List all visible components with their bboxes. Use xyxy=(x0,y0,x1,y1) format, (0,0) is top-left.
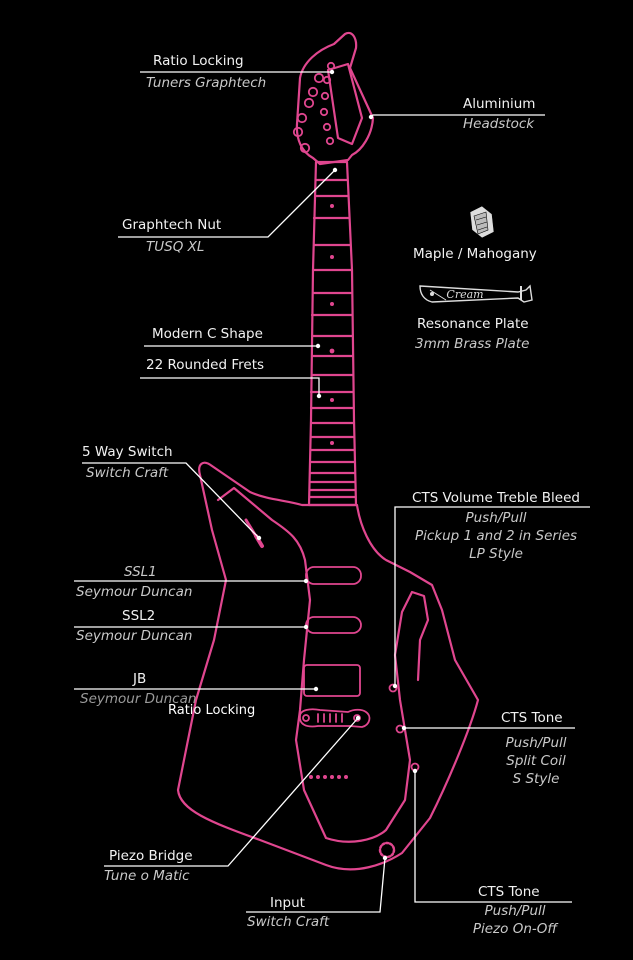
ratio-locking-subtitle: Tuners Graphtech xyxy=(146,75,267,91)
headstock xyxy=(295,31,375,166)
volume-line-1: Push/Pull xyxy=(465,510,527,526)
guitar-body xyxy=(176,461,480,871)
ssl1-subtitle: Seymour Duncan xyxy=(76,584,193,600)
aluminium-subtitle: Headstock xyxy=(463,116,535,132)
jb-title: JB xyxy=(133,671,147,687)
fret-markers xyxy=(329,204,335,445)
volume-line-2: Pickup 1 and 2 in Series xyxy=(414,528,578,544)
switch-subtitle: Switch Craft xyxy=(86,465,169,481)
resonance-plate-title: Resonance Plate xyxy=(417,316,529,332)
string-through-holes xyxy=(309,775,348,779)
cts-tone-1-title: CTS Tone xyxy=(501,710,563,726)
ssl2-title: SSL2 xyxy=(122,608,156,624)
stray-ratio-locking-overlay: Ratio Locking xyxy=(168,703,256,718)
piezo-bridge-subtitle: Tune o Matic xyxy=(104,868,190,884)
ssl1-title: SSL1 xyxy=(124,564,157,580)
cts-tone-2-line-2: Piezo On-Off xyxy=(472,921,558,937)
leader-end-dots xyxy=(256,69,418,861)
ssl2-subtitle: Seymour Duncan xyxy=(76,628,193,644)
aluminium-title: Aluminium xyxy=(463,96,536,112)
input-title: Input xyxy=(270,895,305,911)
switch-title: 5 Way Switch xyxy=(82,444,173,460)
resonance-plate-subtitle: 3mm Brass Plate xyxy=(415,336,530,352)
input-jack xyxy=(378,841,396,859)
tuner-posts xyxy=(292,61,336,154)
neck-shape-title: Modern C Shape xyxy=(152,326,263,342)
maple-mahogany-title: Maple / Mahogany xyxy=(413,246,537,262)
cts-tone-1-line-1: Push/Pull xyxy=(505,735,567,751)
cream-logo: Cream xyxy=(446,288,483,301)
cream-brass-plate-icon: Cream xyxy=(419,284,533,303)
cts-tone-2-line-1: Push/Pull xyxy=(484,903,546,919)
pickups xyxy=(303,566,362,697)
leader-lines xyxy=(74,71,590,913)
piezo-bridge-title: Piezo Bridge xyxy=(109,848,193,864)
volume-line-3: LP Style xyxy=(469,546,523,562)
cts-tone-1-line-3: S Style xyxy=(512,771,560,787)
graphtech-nut-title: Graphtech Nut xyxy=(122,217,222,233)
ratio-locking-title: Ratio Locking xyxy=(153,53,244,69)
jb-subtitle: Seymour Duncan xyxy=(80,691,197,707)
input-subtitle: Switch Craft xyxy=(247,914,330,930)
cts-tone-2-title: CTS Tone xyxy=(478,884,540,900)
neck xyxy=(307,160,358,507)
neck-wood-icon xyxy=(469,205,495,239)
frets-title: 22 Rounded Frets xyxy=(146,357,265,373)
graphtech-nut-subtitle: TUSQ XL xyxy=(146,239,205,255)
volume-title: CTS Volume Treble Bleed xyxy=(412,490,580,506)
cts-tone-1-line-2: Split Coil xyxy=(506,753,566,769)
